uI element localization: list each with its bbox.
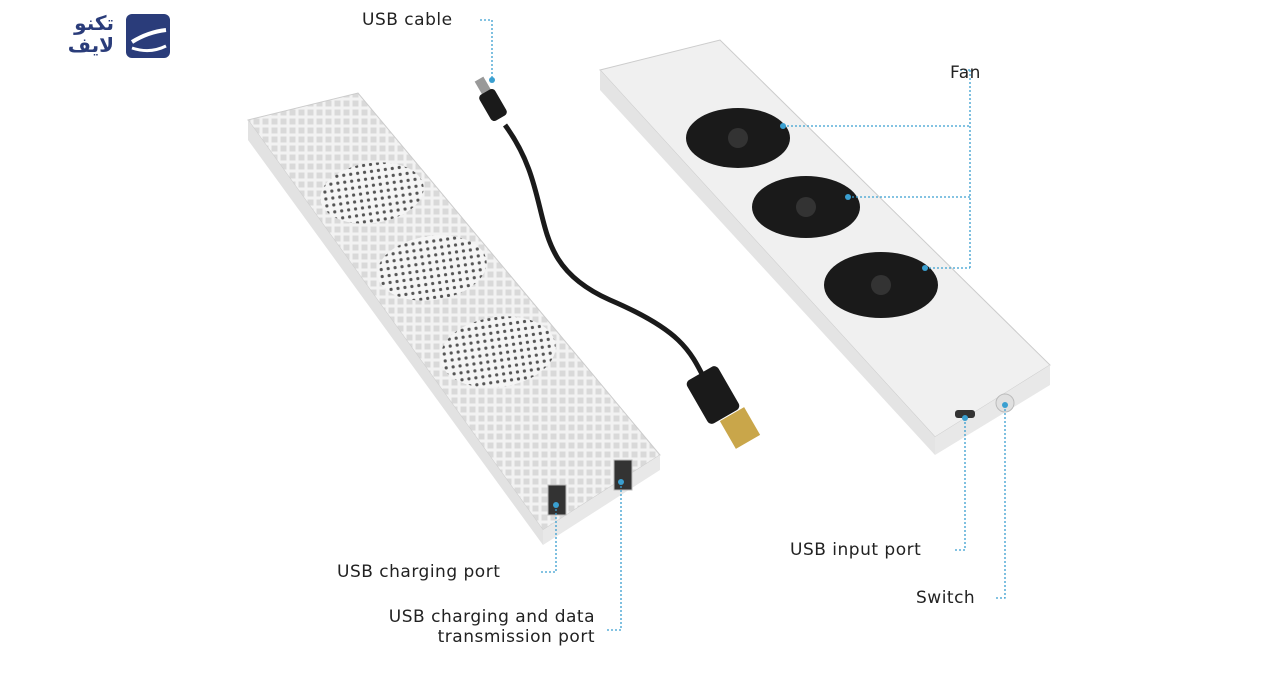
leader-lines [480,19,1006,631]
label-usb-cable: USB cable [362,10,453,30]
usb-port-icon [613,459,633,491]
logo-mark-icon [126,14,170,58]
label-fan: Fan [950,63,981,83]
label-usb-charging-port: USB charging port [337,562,501,582]
cooling-fan-front [247,92,661,545]
usb-port-icon [547,484,567,516]
cooling-fan-back [599,39,1051,455]
label-switch: Switch [916,588,976,608]
label-usb-input-port: USB input port [790,540,922,560]
usb-cable [474,76,761,449]
